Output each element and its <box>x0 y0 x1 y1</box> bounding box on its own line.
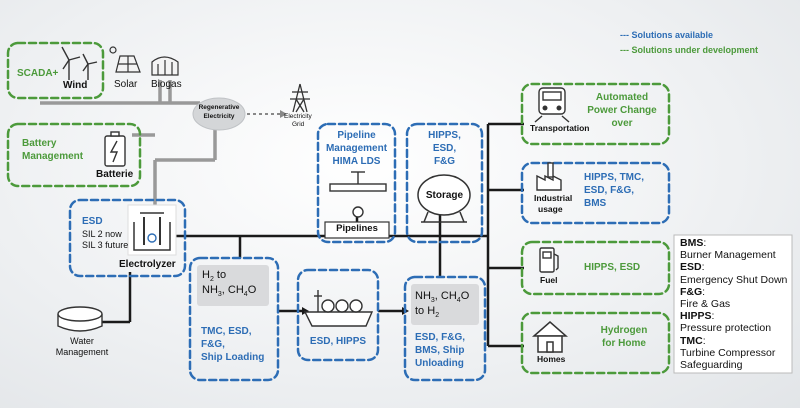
storage-title-2: ESD, <box>432 143 457 154</box>
electrolyzer-esd: ESD <box>82 216 103 227</box>
water-label-1: Water <box>70 336 94 346</box>
battery-box <box>6 122 142 188</box>
biogas-icon <box>151 56 179 76</box>
reconversion-line-2: to H2 <box>415 305 440 320</box>
transportation-title-1: Automated <box>595 92 649 103</box>
industrial-solutions-3: BMS <box>584 198 607 209</box>
electricity-grid-label-1: Electricity <box>284 113 312 120</box>
regenerative-label-2: Electricity <box>203 113 235 120</box>
electricity-pylon-icon <box>290 83 310 113</box>
storage-tank-icon <box>417 174 471 223</box>
factory-icon <box>536 162 562 191</box>
house-icon <box>532 321 568 353</box>
pipeline-title-1: Pipeline <box>337 130 376 141</box>
transportation-title-2: Power Change <box>587 105 657 116</box>
storage-title-1: HIPPS, <box>428 130 461 141</box>
pipelines-label: Pipelines <box>336 223 378 234</box>
abbreviations-list: BMS: Burner Management ESD: Emergency Sh… <box>680 237 792 371</box>
scada-label: SCADA+ <box>17 68 59 79</box>
electrolyzer-label: Electrolyzer <box>119 259 176 270</box>
regenerative-label-1: Regenerative <box>198 104 240 111</box>
transportation-title-3: over <box>611 118 633 129</box>
conversion-chem-box <box>197 265 269 306</box>
abbr-fg: F&G: <box>680 285 706 298</box>
electrolyzer-sil2: SIL 2 now <box>82 229 122 239</box>
pipeline-title-3: HIMA LDS <box>332 156 381 167</box>
reconversion-solutions-2: BMS, Ship <box>415 345 465 356</box>
homes-title-1: Hydrogen <box>600 325 648 336</box>
fuel-solutions: HIPPS, ESD <box>584 262 641 273</box>
pipeline-box <box>316 122 397 244</box>
scada-wind-box <box>6 41 105 100</box>
wind-turbine-icon <box>61 46 98 80</box>
legend-development: --- Solutions under development <box>620 45 759 55</box>
reconversion-line-1: NH3, CH4O <box>415 290 470 305</box>
conversion-solutions-3: Ship Loading <box>201 352 265 363</box>
legend-available: --- Solutions available <box>620 30 714 40</box>
abbr-fg-def: Fire & Gas <box>680 298 731 311</box>
solar-panel-icon <box>109 46 141 73</box>
abbr-tmc-def: Turbine Compressor Safeguarding <box>680 346 776 372</box>
shipping-solutions: ESD, HIPPS <box>309 336 367 347</box>
conversion-box <box>188 256 280 382</box>
pipelines-label-box <box>324 221 390 239</box>
batterie-label: Batterie <box>96 169 134 180</box>
solar-label: Solar <box>114 79 138 90</box>
fuel-box <box>520 240 671 296</box>
arrow-to-shipping <box>302 307 309 315</box>
reconversion-box <box>403 275 487 382</box>
regenerative-node <box>192 97 246 131</box>
homes-title-2: for Home <box>602 338 646 349</box>
wind-label: Wind <box>63 80 88 91</box>
ship-icon <box>303 290 374 327</box>
industrial-label-1: Industrial <box>534 193 573 203</box>
fuel-pump-icon <box>539 247 559 273</box>
pipeline-title-2: Management <box>325 143 388 154</box>
battery-management-label-1: Battery <box>22 138 57 149</box>
homes-label: Homes <box>537 354 566 364</box>
electrolyzer-icon <box>127 204 177 256</box>
water-basin-icon <box>57 306 103 332</box>
abbr-tmc: TMC: <box>680 334 706 347</box>
electrolyzer-sil3: SIL 3 future <box>82 240 129 250</box>
water-label-2: Management <box>55 347 109 357</box>
battery-icon <box>104 131 126 167</box>
abbr-bms: BMS: <box>680 237 707 249</box>
battery-management-label-2: Management <box>22 151 84 162</box>
conversion-h2-to: H2 to <box>202 269 227 284</box>
reconversion-solutions-1: ESD, F&G, <box>415 332 466 343</box>
abbr-bms-def: Burner Management <box>680 249 776 262</box>
conversion-solutions-2: F&G, <box>201 339 225 350</box>
abbr-hipps: HIPPS: <box>680 310 715 323</box>
conversion-nh3-ch4o: NH3, CH4O <box>202 284 257 299</box>
reconversion-solutions-3: Unloading <box>415 358 464 369</box>
conversion-solutions-1: TMC, ESD, <box>201 326 252 337</box>
pipeline-icon <box>329 171 387 218</box>
storage-label: Storage <box>425 190 464 201</box>
industrial-solutions-2: ESD, F&G, <box>584 185 635 196</box>
abbr-esd-def: Emergency Shut Down <box>680 273 788 286</box>
biogas-label: Biogas <box>151 79 182 90</box>
industrial-solutions-1: HIPPS, TMC, <box>584 172 645 183</box>
train-icon <box>534 87 570 123</box>
abbreviations-box <box>673 234 793 374</box>
shipping-box <box>296 268 380 362</box>
abbr-esd: ESD: <box>680 261 705 274</box>
transportation-label: Transportation <box>530 123 590 133</box>
industrial-label-2: usage <box>538 204 563 214</box>
electricity-grid-label-2: Grid <box>292 121 305 128</box>
grid-arrow-head <box>280 110 287 118</box>
abbr-hipps-def: Pressure protection <box>680 322 772 335</box>
storage-box <box>405 122 484 244</box>
fuel-label: Fuel <box>540 275 558 285</box>
electrolyzer-box <box>68 198 187 278</box>
storage-title-3: F&G <box>433 156 456 167</box>
reconversion-chem-box <box>411 284 479 325</box>
